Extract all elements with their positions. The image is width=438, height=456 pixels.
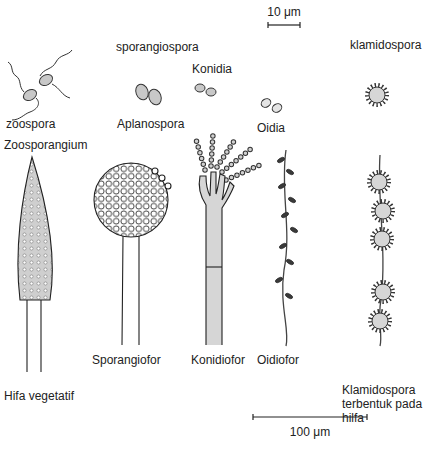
zoosporangium: [18, 157, 52, 372]
part-label: Zoosporangium: [4, 138, 87, 152]
part-label: sporangiospora: [116, 40, 199, 54]
chlamydospore-hypha: [369, 155, 393, 346]
scale-label: 10 μm: [267, 5, 301, 19]
scale-bar: [268, 22, 300, 28]
zoospore: [8, 50, 72, 120]
part-label: Klamidospora terbentuk pada hilfa: [342, 383, 430, 425]
part-label: zoospora: [6, 117, 55, 131]
oidiophore: [275, 150, 299, 346]
oidium: [260, 97, 284, 114]
part-label: Konidiofor: [191, 353, 245, 367]
part-label: Hifa vegetatif: [4, 389, 74, 403]
scale-label: 100 μm: [290, 425, 330, 439]
conidium: [195, 84, 216, 96]
part-label: klamidospora: [350, 38, 421, 52]
sporangiophore: [94, 163, 171, 345]
part-label: Sporangiofor: [92, 353, 161, 367]
aplanospore: [134, 82, 164, 106]
part-label: Oidia: [257, 121, 285, 135]
part-label: Oidiofor: [257, 353, 299, 367]
chlamydospore: [367, 85, 387, 105]
part-label: Aplanospora: [117, 117, 184, 131]
conidiophore: [195, 134, 262, 345]
part-label: Konidia: [192, 62, 232, 76]
